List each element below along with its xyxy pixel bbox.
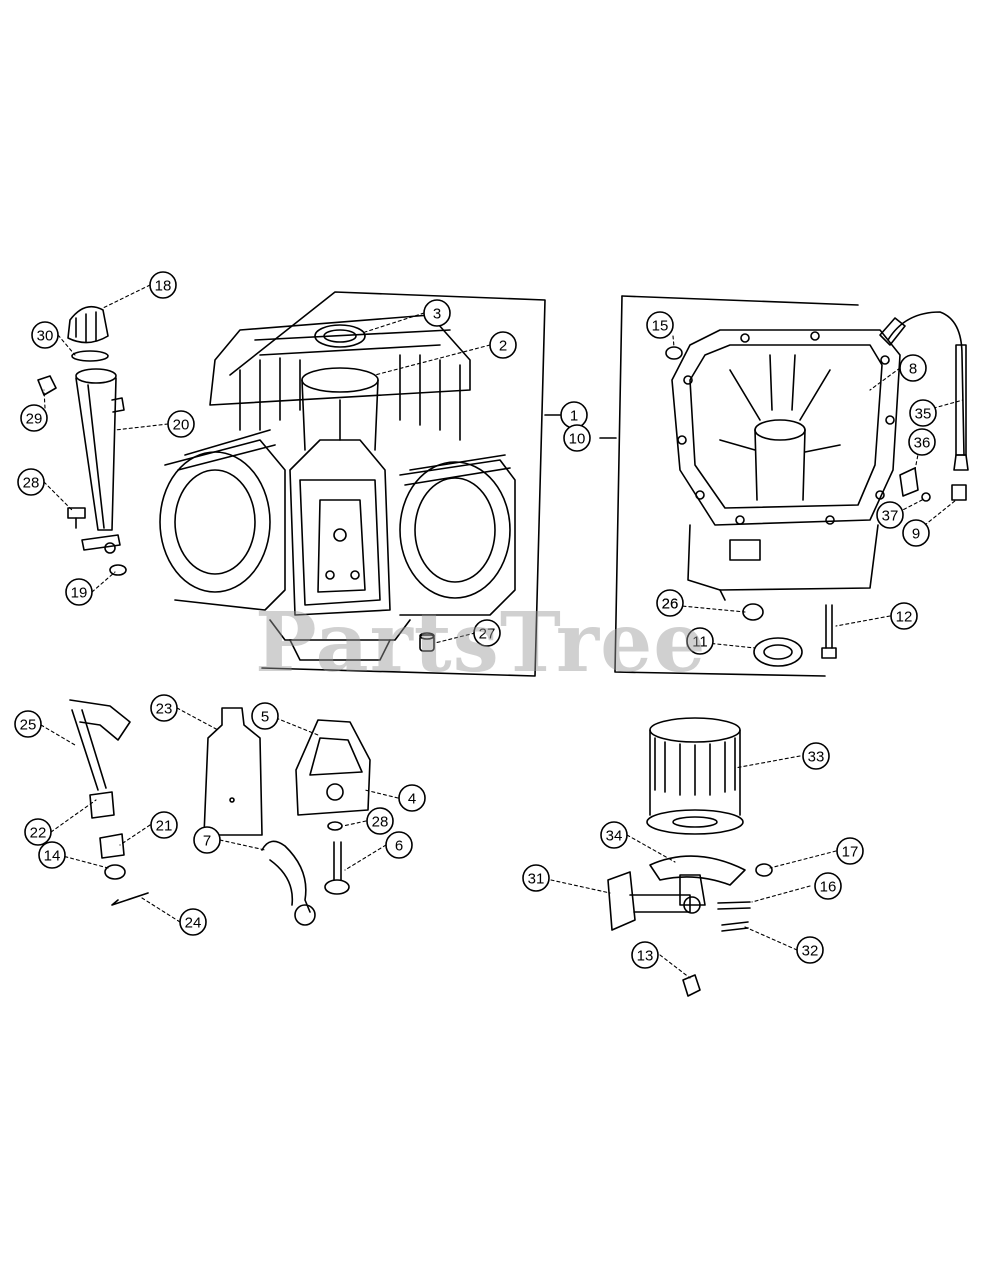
callout-1: 1 <box>570 408 578 425</box>
callout-12: 12 <box>896 609 913 626</box>
callout-31: 31 <box>528 871 545 888</box>
callout-24: 24 <box>185 915 202 932</box>
callout-9: 9 <box>912 526 920 543</box>
callout-8: 8 <box>909 361 917 378</box>
plug-part <box>951 484 967 501</box>
callout-18: 18 <box>155 278 172 295</box>
callout-25: 25 <box>20 717 37 734</box>
callout-22: 22 <box>30 825 47 842</box>
governor-arm <box>69 699 131 791</box>
callout-20: 20 <box>173 417 190 434</box>
callout-26: 26 <box>662 596 679 613</box>
bracket-part <box>899 467 919 497</box>
callout-3: 3 <box>433 306 441 323</box>
callout-27: 27 <box>479 626 496 643</box>
oil-pickup-part <box>261 840 316 926</box>
crankcase-frame <box>229 291 561 677</box>
small-washer-part <box>327 821 343 831</box>
crankcase-cover <box>671 329 901 601</box>
screw-part <box>921 492 931 502</box>
dipstick-tube <box>879 311 969 471</box>
adapter-screw-part <box>717 901 751 910</box>
callout-6: 6 <box>395 838 403 855</box>
callout-15: 15 <box>652 318 669 335</box>
callout-4: 4 <box>408 791 416 808</box>
pin-part <box>111 892 149 906</box>
callout-32: 32 <box>802 943 819 960</box>
oil-fill-assembly <box>37 305 127 576</box>
filter-adapter <box>649 855 746 914</box>
callout-2: 2 <box>499 338 507 355</box>
plug-cover-part <box>742 603 764 621</box>
shaft-part <box>324 841 350 895</box>
oil-seal-part <box>753 637 803 667</box>
callout-28: 28 <box>372 814 389 831</box>
callout-23: 23 <box>156 701 173 718</box>
callout-10: 10 <box>569 431 586 448</box>
callout-21: 21 <box>156 818 173 835</box>
sleeve-part <box>99 833 125 859</box>
callout-16: 16 <box>820 879 837 896</box>
callout-labels: 1234567891011121314151617181920212223242… <box>20 278 932 965</box>
callout-37: 37 <box>882 508 899 525</box>
dowel-part <box>419 632 435 652</box>
callout-13: 13 <box>637 948 654 965</box>
callout-5: 5 <box>261 709 269 726</box>
callout-14: 14 <box>44 848 61 865</box>
governor-cup <box>203 707 263 836</box>
washer-part <box>104 864 126 880</box>
callout-28: 28 <box>23 475 40 492</box>
adapter-bolt-part <box>721 921 749 932</box>
oring-part <box>665 346 683 360</box>
cover-frame <box>599 295 859 677</box>
callout-11: 11 <box>692 634 708 651</box>
nipple-part <box>755 863 773 877</box>
bushing-part <box>89 791 115 819</box>
callout-36: 36 <box>914 435 931 452</box>
oil-filter <box>646 717 744 835</box>
crankcase-block <box>159 314 516 661</box>
callout-17: 17 <box>842 844 859 861</box>
seal-ring-part <box>314 324 366 348</box>
callout-29: 29 <box>26 411 43 428</box>
callout-7: 7 <box>203 833 211 850</box>
callout-33: 33 <box>808 749 825 766</box>
governor-housing <box>295 719 371 816</box>
callout-19: 19 <box>71 585 88 602</box>
callout-34: 34 <box>606 828 623 845</box>
callout-35: 35 <box>915 406 932 423</box>
adapter-plate <box>607 871 691 931</box>
cover-bolt-part <box>821 604 837 659</box>
callout-26: 26 <box>662 596 679 613</box>
drain-plug-part <box>682 974 701 997</box>
callout-30: 30 <box>37 328 54 345</box>
